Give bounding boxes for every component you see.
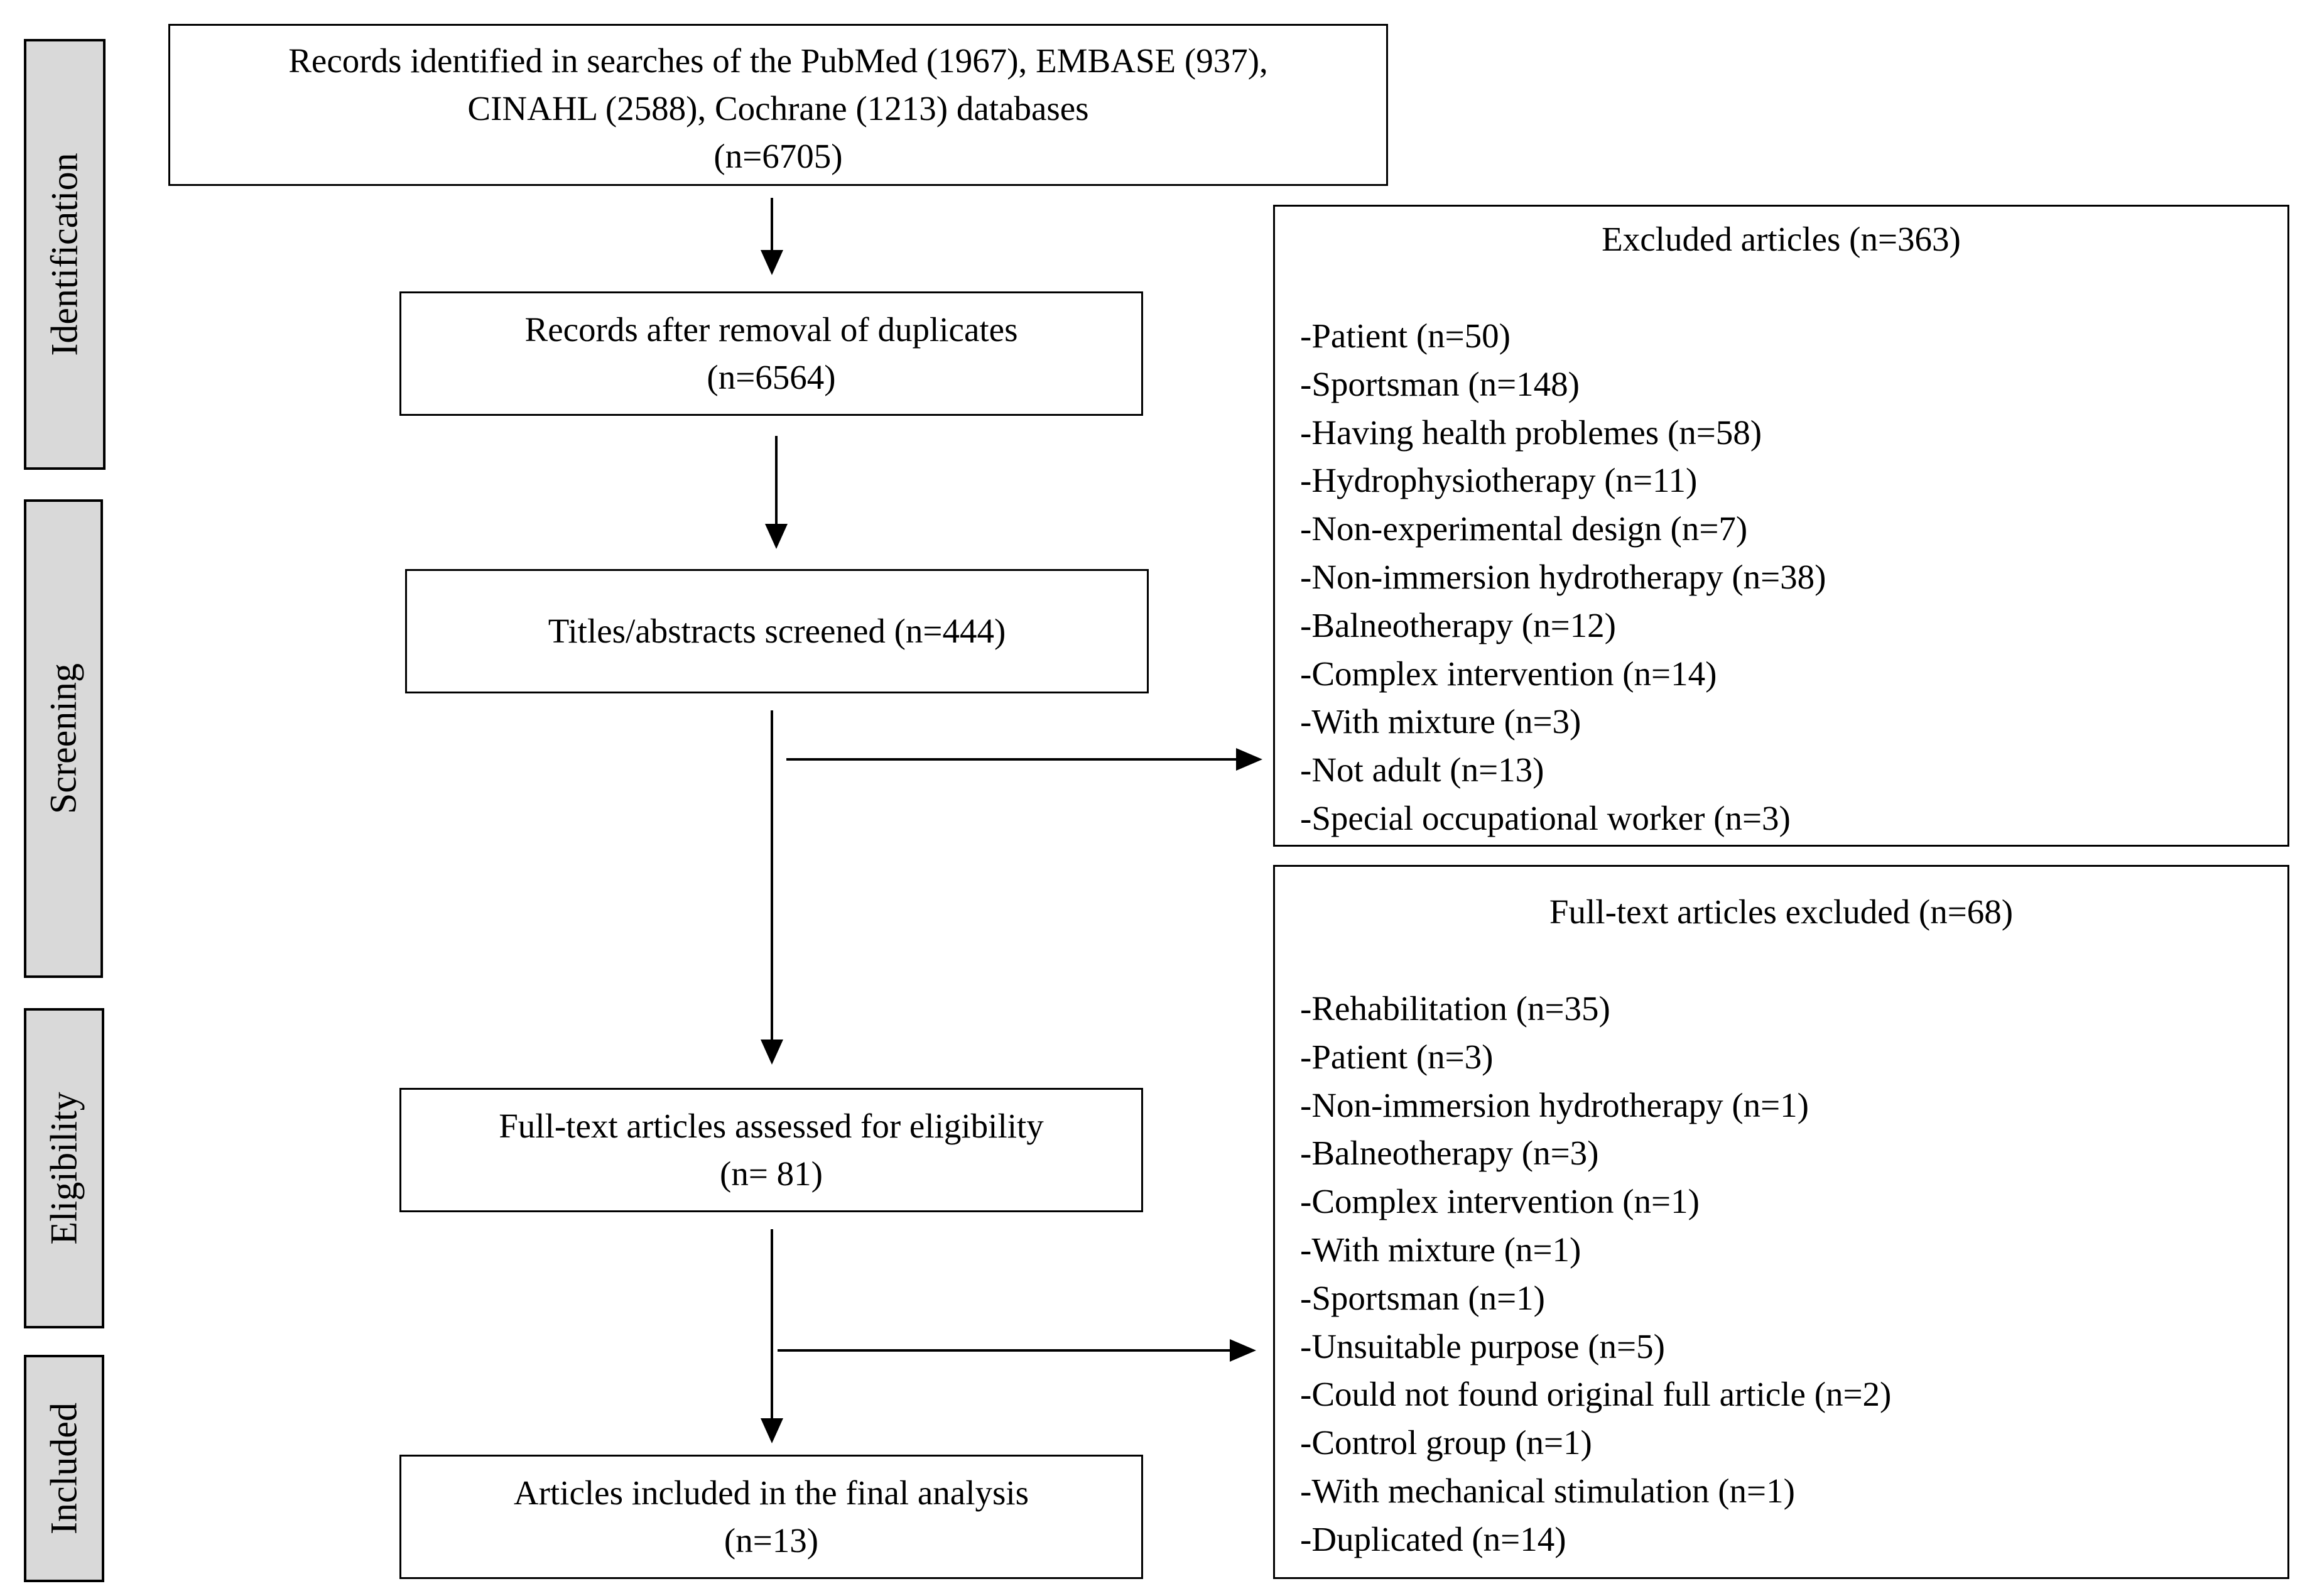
list-item: -Patient (n=3) (1300, 1037, 1494, 1076)
list-item: -Sportsman (n=148) (1300, 364, 1580, 403)
records-identified-line-3: (n=6705) (713, 137, 843, 175)
phase-eligibility: Eligibility (24, 1008, 104, 1328)
list-item: -Non-experimental design (n=7) (1300, 509, 1748, 548)
list-item: -Hydrophysiotherapy (n=11) (1300, 461, 1698, 500)
phase-screening: Screening (24, 499, 103, 978)
articles-included-line-1: Articles included in the final analysis (513, 1474, 1029, 1512)
phase-identification: Identification (24, 39, 106, 470)
records-identified-line-1: Records identified in searches of the Pu… (288, 41, 1268, 80)
records-deduplicated-text: Records after removal of duplicates (n=6… (401, 306, 1141, 401)
titles-screened-box: Titles/abstracts screened (n=444) (405, 569, 1149, 693)
list-item: -Non-immersion hydrotherapy (n=1) (1300, 1085, 1809, 1124)
excluded-articles-title: Excluded articles (n=363) (1602, 220, 1961, 258)
list-item: -Balneotherapy (n=3) (1300, 1134, 1599, 1173)
list-item: -Could not found original full article (… (1300, 1375, 1892, 1414)
list-item: -Complex intervention (n=1) (1300, 1182, 1700, 1221)
titles-screened-text: Titles/abstracts screened (n=444) (407, 607, 1147, 655)
list-item: -Complex intervention (n=14) (1300, 654, 1717, 693)
articles-included-line-2: (n=13) (724, 1521, 819, 1560)
excluded-articles-list: -Patient (n=50) -Sportsman (n=148) -Havi… (1300, 312, 2281, 843)
list-item: -Control group (n=1) (1300, 1423, 1592, 1462)
titles-screened-line-1: Titles/abstracts screened (n=444) (548, 612, 1006, 650)
list-item: -Sportsman (n=1) (1300, 1278, 1545, 1317)
fulltext-assessed-line-2: (n= 81) (720, 1154, 823, 1193)
list-item: -Balneotherapy (n=12) (1300, 605, 1616, 644)
phase-included: Included (24, 1355, 104, 1582)
arrowhead (1236, 748, 1262, 771)
list-item: -Special occupational worker (n=3) (1300, 798, 1791, 837)
fulltext-excluded-list: -Rehabilitation (n=35) -Patient (n=3) -N… (1300, 985, 2281, 1564)
arrowhead (761, 1418, 783, 1443)
fulltext-assessed-box: Full-text articles assessed for eligibil… (399, 1088, 1143, 1212)
fulltext-assessed-line-1: Full-text articles assessed for eligibil… (499, 1107, 1044, 1145)
articles-included-box: Articles included in the final analysis … (399, 1455, 1143, 1579)
arrowhead (761, 250, 783, 275)
fulltext-assessed-text: Full-text articles assessed for eligibil… (401, 1102, 1141, 1198)
arrowhead (765, 524, 788, 549)
list-item: -Having health problemes (n=58) (1300, 413, 1762, 452)
fulltext-excluded-box: Full-text articles excluded (n=68) -Reha… (1273, 865, 2289, 1579)
list-item: -With mechanical stimulation (n=1) (1300, 1471, 1795, 1510)
records-identified-line-2: CINAHL (2588), Cochrane (1213) databases (467, 89, 1089, 128)
list-item: -Patient (n=50) (1300, 317, 1511, 355)
list-item: -With mixture (n=3) (1300, 702, 1581, 741)
list-item: -Unsuitable purpose (n=5) (1300, 1327, 1665, 1365)
records-deduplicated-line-1: Records after removal of duplicates (524, 310, 1018, 349)
records-deduplicated-box: Records after removal of duplicates (n=6… (399, 291, 1143, 416)
fulltext-excluded-title: Full-text articles excluded (n=68) (1549, 893, 2014, 931)
list-item: -With mixture (n=1) (1300, 1230, 1581, 1269)
list-item: -Rehabilitation (n=35) (1300, 989, 1610, 1028)
records-deduplicated-line-2: (n=6564) (707, 358, 836, 396)
records-identified-text: Records identified in searches of the Pu… (170, 37, 1386, 180)
list-item: -Non-immersion hydrotherapy (n=38) (1300, 557, 1826, 596)
arrowhead (1230, 1339, 1256, 1362)
records-identified-box: Records identified in searches of the Pu… (168, 24, 1388, 186)
list-item: -Duplicated (n=14) (1300, 1519, 1566, 1558)
list-item: -Not adult (n=13) (1300, 751, 1544, 790)
arrowhead (761, 1040, 783, 1065)
excluded-articles-box: Excluded articles (n=363) -Patient (n=50… (1273, 205, 2289, 847)
articles-included-text: Articles included in the final analysis … (401, 1469, 1141, 1565)
